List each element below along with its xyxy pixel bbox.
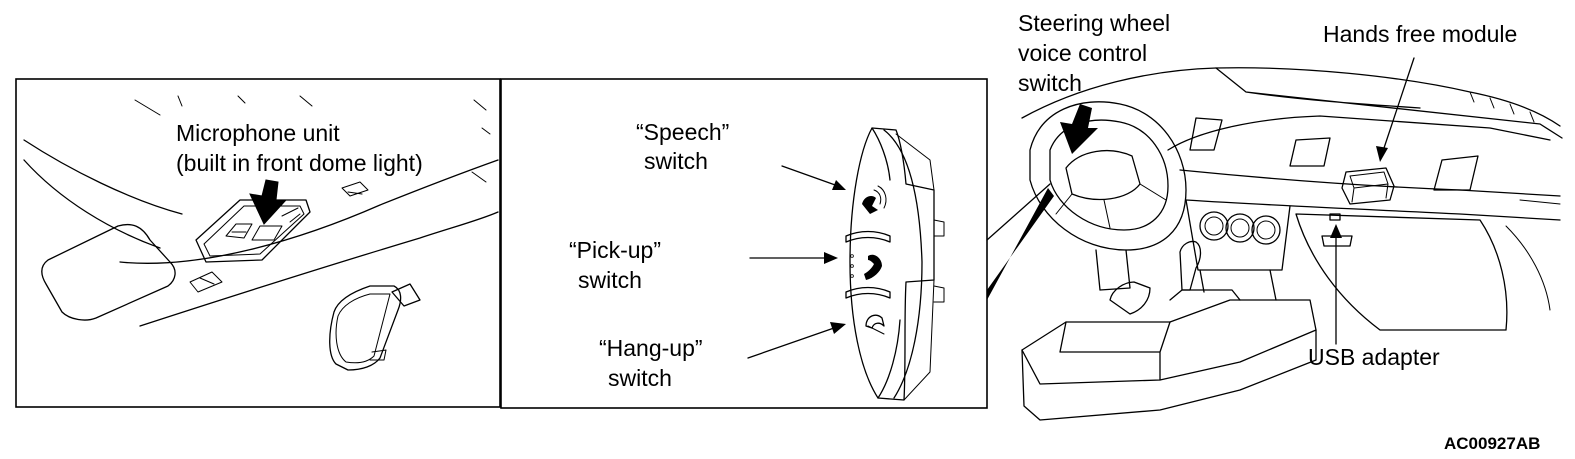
microphone-label-line1: Microphone unit (176, 120, 340, 146)
switch-tabs (933, 219, 945, 303)
climate-knob-3-inner (1256, 220, 1276, 240)
usb-pointer (1330, 224, 1342, 345)
hangup-label-line2: switch (608, 365, 672, 391)
steering-wheel-spokes (1055, 183, 1167, 229)
dashboard-top-edge (1215, 67, 1563, 139)
hands-free-label: Hands free module (1323, 21, 1518, 47)
steering-label-line1: Steering wheel (1018, 10, 1171, 36)
usb-adapter (1329, 213, 1341, 221)
switch-body-side (883, 129, 923, 399)
dashboard-top (1021, 67, 1561, 127)
microphone-label-line2: (built in front dome light) (176, 150, 423, 176)
passenger-side-trim (1505, 199, 1561, 311)
climate-knob-2 (1225, 213, 1255, 243)
panel-dome-light-frame (15, 78, 501, 408)
mirror-tab (369, 349, 387, 361)
switch-body-depth (895, 133, 935, 401)
panel-dashboard (1021, 57, 1563, 421)
figure-code: AC00927AB (1444, 434, 1541, 453)
stack-lower (1199, 269, 1277, 301)
panel-steering-switch (500, 78, 988, 409)
dome-light-lens (251, 225, 283, 241)
visor-clip (189, 271, 223, 293)
dome-light-switch-off (225, 223, 253, 239)
climate-knob-2-inner (1230, 218, 1250, 238)
voice-recognition-icon (862, 185, 887, 214)
steering-column (1095, 249, 1131, 291)
parking-brake-lever (1109, 281, 1151, 315)
hands-free-pointer (1376, 57, 1415, 162)
separator-lower (845, 286, 891, 299)
console-armrest (1059, 321, 1171, 381)
separator-upper (845, 230, 891, 243)
rear-clip (341, 181, 369, 197)
switch-body-edge (871, 127, 901, 399)
speech-switch-pointer (781, 165, 846, 190)
ceiling-rays (134, 95, 491, 183)
callout-wedge (987, 188, 1054, 300)
defroster-vents (1469, 91, 1535, 123)
climate-knob-1 (1199, 211, 1229, 241)
dome-light-housing (195, 199, 311, 263)
usb-label: USB adapter (1308, 344, 1440, 370)
left-vent (1189, 117, 1223, 151)
windshield-edge (139, 211, 499, 327)
center-vent (1289, 137, 1331, 167)
shift-lever (1179, 240, 1202, 291)
climate-knob-1-inner (1204, 216, 1224, 236)
hangup-label-line1: “Hang-up” (599, 335, 703, 361)
rear-view-mirror-glass (335, 293, 391, 364)
phone-hangup-icon (865, 314, 885, 335)
dash-mid-line (1179, 169, 1561, 197)
right-vent (1433, 155, 1479, 191)
upper-dash-line (1167, 115, 1551, 151)
pickup-label-line1: “Pick-up” (569, 237, 662, 263)
steering-label-line3: switch (1018, 70, 1082, 96)
speech-label-line1: “Speech” (636, 119, 730, 145)
callout-wedge-edge (986, 183, 1051, 241)
pickup-switch-pointer (749, 252, 838, 264)
hands-free-module (1341, 167, 1395, 205)
center-console (1021, 299, 1317, 385)
glove-box (1295, 213, 1508, 331)
center-console-side (1021, 329, 1317, 421)
headliner-edge (23, 139, 183, 249)
dash-lower-line (1185, 199, 1561, 221)
center-stack (1185, 199, 1291, 271)
sunvisor (41, 223, 176, 321)
hands-free-module-detail (1349, 171, 1389, 203)
dome-light-ribs (281, 207, 301, 223)
hangup-switch-pointer (747, 322, 846, 359)
speech-label-line2: switch (644, 148, 708, 174)
pickup-label-line2: switch (578, 267, 642, 293)
shift-gate (1169, 289, 1241, 301)
steering-label-line2: voice control (1018, 40, 1148, 66)
climate-knob-3 (1251, 215, 1281, 245)
mirror-mount (391, 283, 421, 307)
headliner-front-edge (119, 159, 499, 264)
panel-dome-light (15, 78, 501, 408)
steering-switch-arrow (1060, 104, 1098, 154)
rear-view-mirror (329, 285, 402, 371)
panel-steering-switch-frame (500, 78, 988, 409)
steering-wheel-inner (1049, 119, 1169, 231)
microphone-arrow (249, 179, 288, 225)
glove-box-handle (1321, 235, 1353, 247)
steering-wheel-rim (1029, 101, 1187, 251)
dome-light-inner (203, 205, 305, 257)
steering-wheel-hub (1065, 150, 1141, 201)
phone-pickup-icon (850, 254, 882, 280)
